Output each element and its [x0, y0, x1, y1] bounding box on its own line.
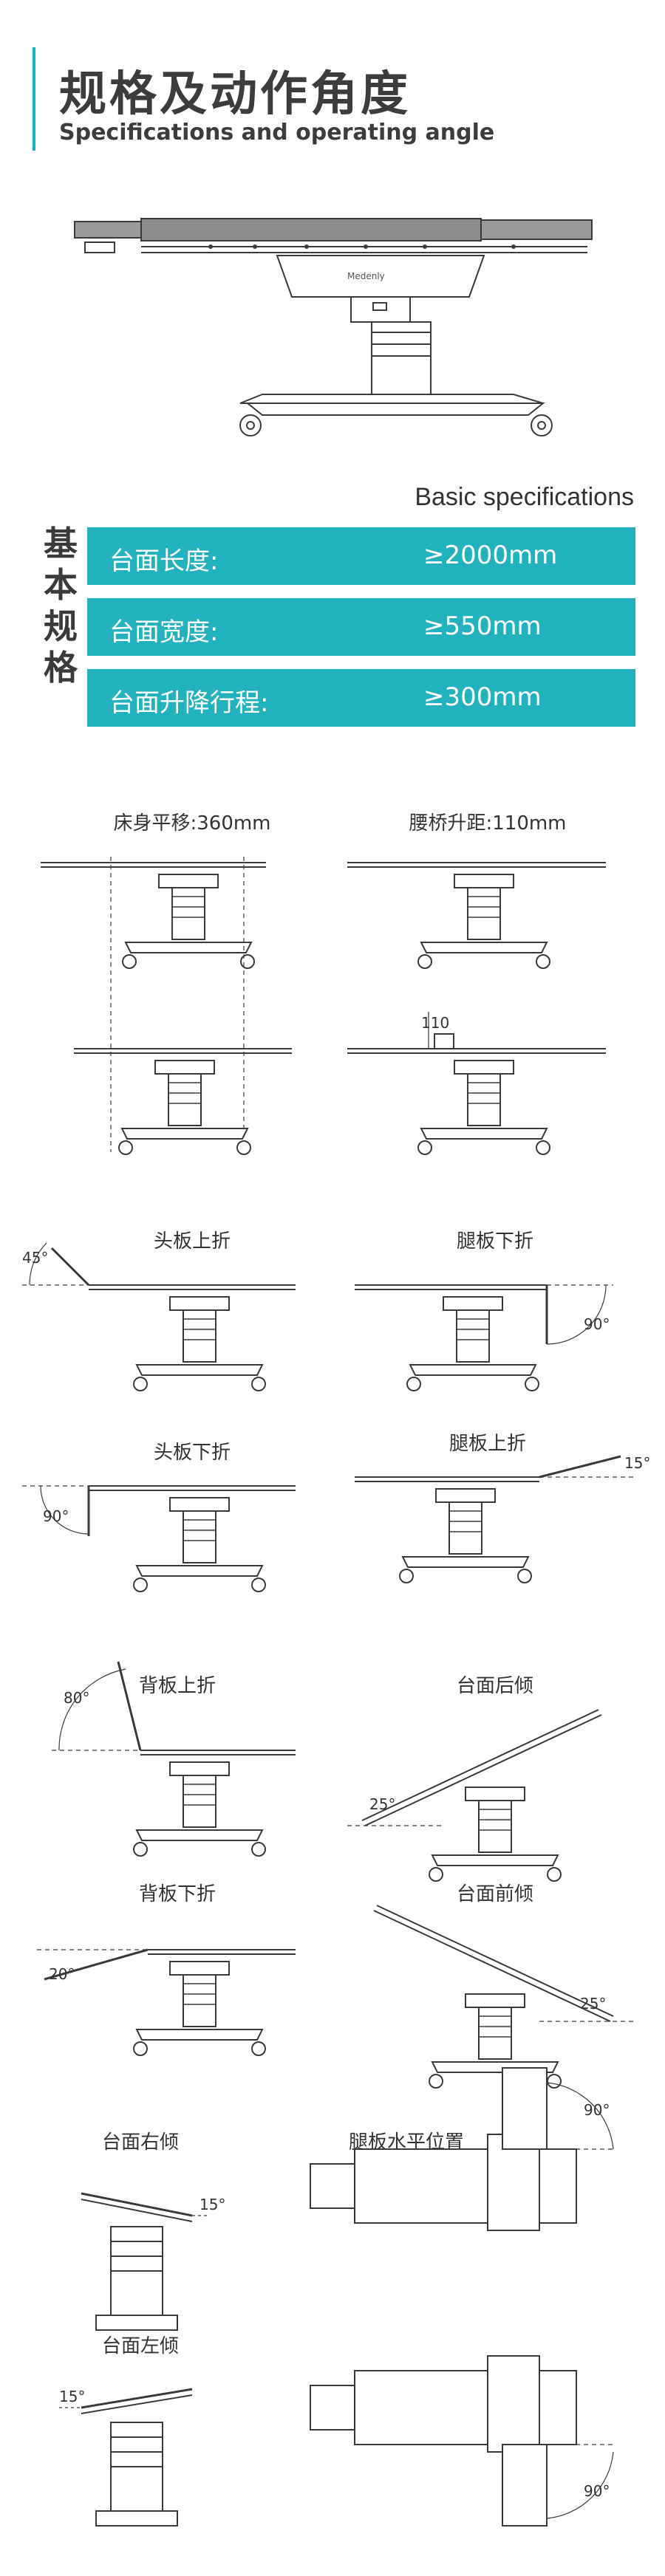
angle-label-tilt-right: 15° — [200, 2196, 225, 2213]
operating-table-illustration: Medenly — [74, 218, 593, 436]
diagram-trend — [373, 1905, 635, 2089]
angle-label-trend: 25° — [580, 1995, 606, 2012]
angle-label-leg-horizontal-1: 90° — [584, 2101, 610, 2119]
diagram-back-down — [37, 1948, 296, 2056]
operation-diagrams: 110 45° 90° 90° 15° 80° 25° 20° 25° 15° … — [22, 857, 650, 2527]
diagram-reverse-trend — [347, 1709, 602, 1882]
diagram-kidney-bottom — [347, 1012, 606, 1155]
diagram-slide-bottom — [74, 1048, 292, 1155]
specs-side-label: 基 本 规 格 — [44, 524, 78, 688]
spec-label: 台面长度: — [109, 547, 219, 576]
angle-label-head-up: 45° — [22, 1249, 48, 1267]
spec-row-length: 台面长度: ≥2000mm — [87, 527, 635, 585]
angle-label-head-down: 90° — [43, 1507, 69, 1525]
spec-value: ≥550mm — [423, 612, 542, 641]
spec-value: ≥300mm — [423, 682, 542, 712]
spec-label: 台面升降行程: — [109, 688, 269, 718]
specs-heading: Basic specifications — [415, 483, 634, 511]
angle-label-tilt-left: 15° — [59, 2388, 85, 2405]
diagram-leg-up — [355, 1455, 635, 1583]
angle-label-leg-up: 15° — [624, 1454, 650, 1472]
angle-label-kidney: 110 — [421, 1014, 449, 1032]
angle-label-back-down: 20° — [49, 1965, 75, 1983]
angle-label-leg-horizontal-2: 90° — [584, 2482, 610, 2500]
caption-head-up: 头板上折 — [153, 1230, 231, 1253]
caption-leg-down: 腿板下折 — [456, 1230, 533, 1253]
diagram-head-down — [22, 1485, 296, 1592]
diagram-tilt-right — [81, 2192, 207, 2331]
caption-leg-up: 腿板上折 — [449, 1433, 526, 1455]
spec-row-width: 台面宽度: ≥550mm — [87, 598, 635, 656]
caption-tilt-right: 台面右倾 — [101, 2131, 179, 2154]
spec-row-travel: 台面升降行程: ≥300mm — [87, 669, 635, 727]
angle-label-back-up: 80° — [64, 1689, 89, 1707]
caption-tilt-left: 台面左倾 — [101, 2335, 179, 2357]
diagram-leg-horizontal — [310, 2067, 614, 2231]
caption-back-down: 背板下折 — [138, 1883, 216, 1905]
spec-label: 台面宽度: — [109, 617, 219, 647]
page-subtitle: Specifications and operating angle — [59, 120, 495, 145]
diagram-slide-top — [41, 857, 266, 1152]
angle-label-reverse-trend: 25° — [369, 1795, 395, 1813]
diagram-kidney-top — [347, 862, 606, 969]
caption-head-down: 头板下折 — [153, 1442, 231, 1464]
header-accent-bar — [33, 47, 35, 151]
spec-value: ≥2000mm — [423, 541, 558, 570]
caption-trend: 台面前倾 — [456, 1883, 533, 1905]
caption-reverse-trend: 台面后倾 — [456, 1675, 533, 1697]
diagram-head-up — [22, 1242, 296, 1391]
diagram-back-up — [52, 1661, 296, 1857]
diagram-tilt-left — [59, 2388, 193, 2527]
page-title: 规格及动作角度 — [59, 67, 411, 122]
angle-label-leg-down: 90° — [584, 1315, 610, 1333]
caption-kidney: 腰桥升距:110mm — [409, 812, 567, 835]
diagram-leg-horizontal-2 — [310, 2355, 614, 2527]
caption-back-up: 背板上折 — [138, 1675, 216, 1697]
diagram-leg-down — [355, 1284, 613, 1391]
brand-logo: Medenly — [347, 271, 385, 281]
caption-slide: 床身平移:360mm — [113, 812, 271, 835]
